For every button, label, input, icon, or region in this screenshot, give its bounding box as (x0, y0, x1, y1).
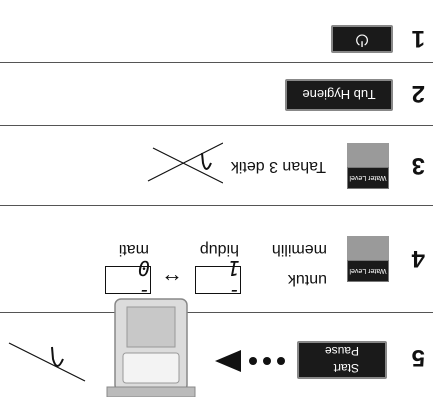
water-level-icon (347, 236, 389, 260)
water-level-label: Water Level (347, 260, 389, 282)
step-row-5: 5 Start Pause (0, 298, 433, 401)
step-row-2: 2 Tub Hygiene (0, 63, 433, 126)
hold-instruction: Tahan 3 detik (230, 158, 326, 175)
step-number: 2 (411, 80, 425, 107)
step-row-4: 4 Water Level untuk memilih - 1 hidup ↔ … (0, 206, 433, 313)
power-icon: ⏻ (355, 31, 369, 48)
instruction-untuk: untuk (287, 271, 327, 288)
tub-hygiene-label: Tub Hygiene (302, 87, 376, 103)
step-number: 1 (411, 25, 425, 52)
washer-lid-icon (106, 298, 196, 397)
step-number: 5 (411, 344, 425, 371)
water-level-icon (347, 143, 389, 167)
start-pause-button[interactable]: Start Pause (297, 341, 387, 379)
water-level-label: Water Level (347, 167, 389, 189)
step-number: 3 (411, 152, 425, 179)
instruction-memilih: memilih (271, 241, 327, 258)
water-level-button[interactable]: Water Level (347, 143, 389, 189)
step-row-1: 1 ⏻ (0, 14, 433, 63)
power-button[interactable]: ⏻ (331, 25, 393, 53)
pause-label: Pause (324, 344, 359, 358)
start-label: Start (333, 361, 359, 375)
label-hidup: hidup (199, 241, 239, 258)
hold-hand-icon (147, 142, 223, 184)
tub-hygiene-button[interactable]: Tub Hygiene (285, 79, 393, 111)
label-mati: mati (118, 241, 149, 258)
water-level-button[interactable]: Water Level (347, 236, 389, 282)
step-number: 4 (411, 245, 425, 272)
dotted-arrow-icon (215, 350, 285, 372)
press-hand-icon (8, 342, 86, 382)
step-row-3: 3 Water Level Tahan 3 detik (0, 126, 433, 206)
